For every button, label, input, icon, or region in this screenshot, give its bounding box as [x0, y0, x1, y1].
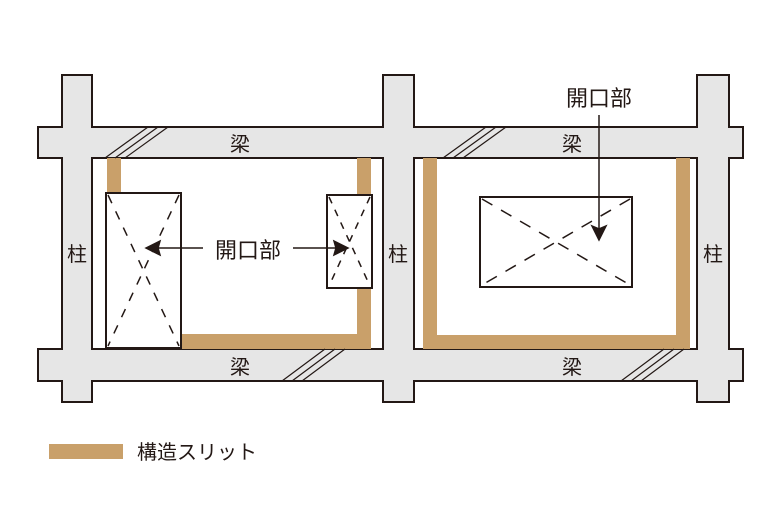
slit-left-panel-left	[107, 158, 121, 193]
arrow-right-icon	[332, 239, 350, 257]
legend-slit-swatch	[49, 444, 123, 459]
slit-left-panel-bottom	[181, 334, 371, 349]
opening-label: 開口部	[566, 87, 632, 112]
beam-label: 梁	[562, 132, 582, 156]
slit-right-panel-right	[676, 158, 690, 349]
arrow-left-icon	[144, 239, 162, 257]
legend-slit-label: 構造スリット	[137, 440, 257, 464]
beam-label: 梁	[562, 355, 582, 379]
column-label: 柱	[67, 242, 87, 266]
slit-right-panel-left	[423, 158, 437, 349]
arrows	[144, 115, 608, 257]
opening-right	[479, 196, 633, 288]
arrow-down-icon	[590, 224, 608, 242]
opening-label: 開口部	[215, 239, 281, 264]
opening-left-large	[105, 192, 182, 349]
beam-label: 梁	[230, 355, 250, 379]
column-label: 柱	[703, 242, 723, 266]
break-lines	[104, 126, 685, 382]
column-label: 柱	[388, 242, 408, 266]
slit-right-panel-bottom	[423, 335, 690, 349]
beam-label: 梁	[230, 132, 250, 156]
